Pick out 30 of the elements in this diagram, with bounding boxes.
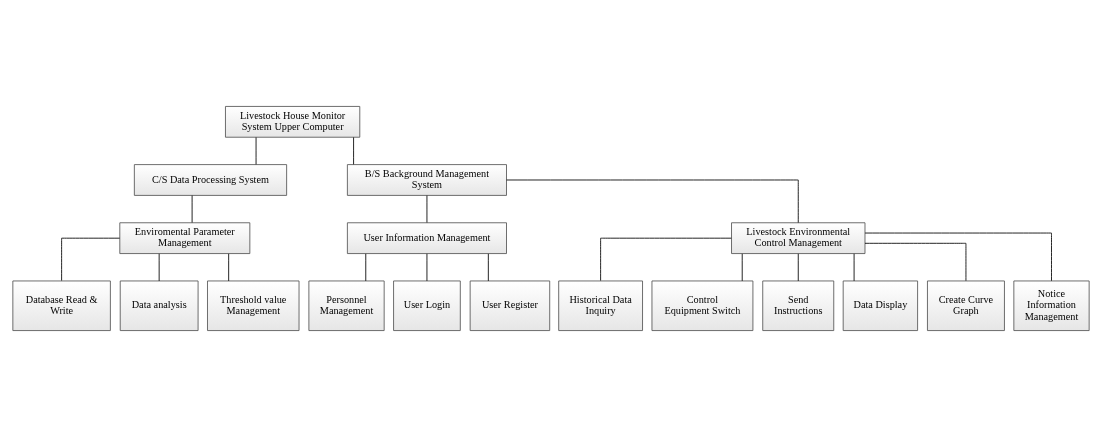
node-box: Send Instructions — [762, 280, 835, 331]
node-box: Database Read & Write — [12, 280, 111, 331]
node-box: Data Display — [842, 280, 919, 331]
node-box: Threshold value Management — [207, 280, 300, 331]
connector — [158, 253, 160, 282]
node-box: Historical Data Inquiry — [558, 280, 643, 331]
connector — [600, 237, 732, 282]
node-box: B/S Background Management System — [346, 164, 507, 196]
node-box: User Login — [393, 280, 461, 331]
connector — [797, 253, 799, 282]
node-box: C/S Data Processing System — [133, 164, 288, 196]
node-box: Livestock Environmental Control Management — [731, 222, 866, 254]
connector — [741, 253, 743, 282]
node-box: Enviromental Parameter Management — [119, 222, 251, 254]
node-box: Notice Information Management — [1013, 280, 1090, 331]
connector — [487, 253, 489, 282]
connector — [228, 253, 230, 282]
node-box: Data analysis — [119, 280, 199, 331]
connector — [353, 137, 354, 165]
node-box: Personnel Management — [308, 280, 385, 331]
node-box: Livestock House Monitor System Upper Computer — [225, 106, 361, 138]
node-box: Control Equipment Switch — [651, 280, 754, 331]
connector — [506, 179, 799, 223]
connector — [61, 237, 121, 282]
node-box: User Information Management — [346, 222, 507, 254]
connector — [864, 242, 967, 282]
connector — [365, 253, 367, 282]
node-box: Create Curve Graph — [927, 280, 1005, 331]
connector — [864, 232, 1052, 282]
node-box: User Register — [469, 280, 551, 331]
